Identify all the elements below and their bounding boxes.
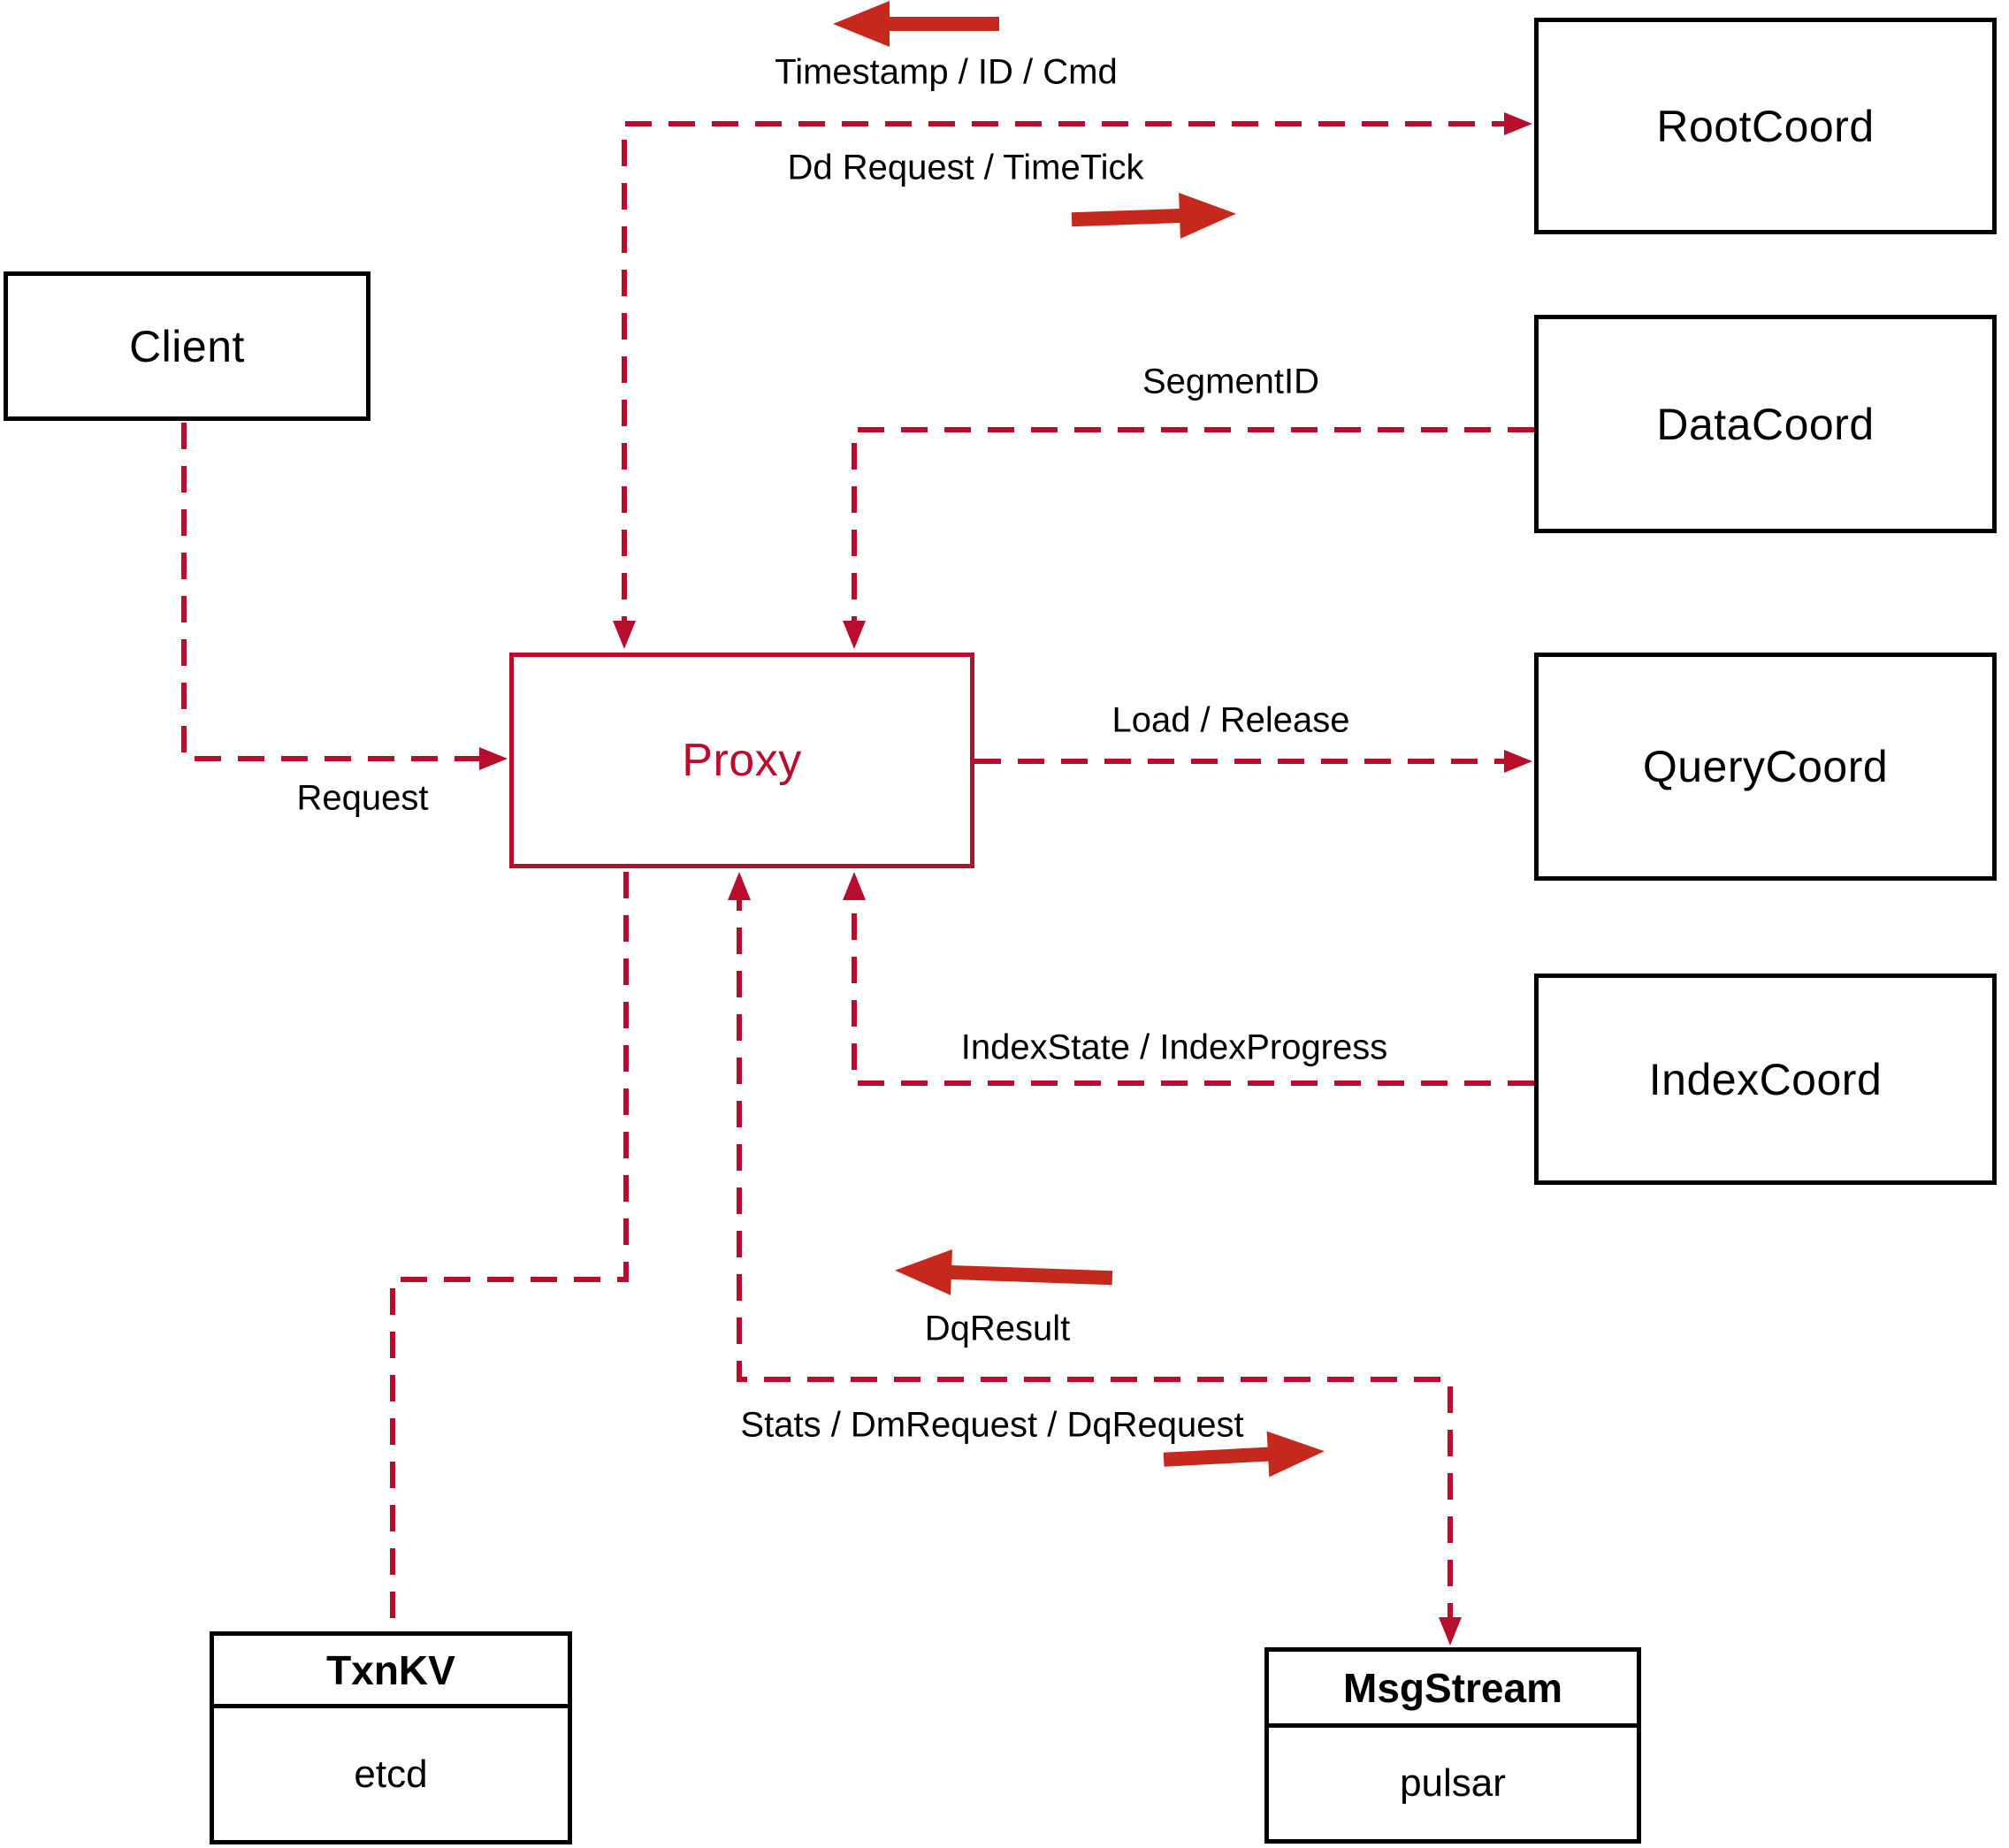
edge-proxy-rootcoord bbox=[613, 112, 1532, 649]
direction-arrow-dqresult-left-icon bbox=[895, 1249, 1113, 1295]
node-rootcoord: RootCoord bbox=[1534, 18, 1997, 234]
node-txnkv: TxnKV etcd bbox=[210, 1631, 572, 1844]
edge-label-load-release: Load / Release bbox=[1111, 700, 1350, 740]
node-indexcoord: IndexCoord bbox=[1534, 974, 1997, 1185]
edge-label-indexstate-indexprogress: IndexState / IndexProgress bbox=[960, 1027, 1388, 1067]
edge-proxy-txnkv bbox=[390, 872, 629, 1630]
arrowhead-into-proxy-left bbox=[479, 747, 508, 770]
edge-indexcoord-proxy bbox=[843, 872, 1534, 1086]
node-datacoord: DataCoord bbox=[1534, 315, 1997, 533]
msgstream-impl: pulsar bbox=[1400, 1761, 1506, 1805]
direction-arrow-timestamp-left-icon bbox=[833, 1, 999, 47]
node-proxy: Proxy bbox=[509, 653, 974, 868]
arrowhead-into-querycoord bbox=[1504, 750, 1532, 773]
edge-proxy-msgstream bbox=[728, 872, 1462, 1646]
edge-label-dqresult: DqResult bbox=[924, 1309, 1071, 1348]
edge-label-dd-request-timetick: Dd Request / TimeTick bbox=[787, 148, 1144, 187]
datacoord-label: DataCoord bbox=[1656, 399, 1875, 449]
indexcoord-label: IndexCoord bbox=[1648, 1054, 1883, 1104]
edge-client-proxy bbox=[181, 423, 508, 770]
direction-arrow-ddrequest-right-icon bbox=[1071, 193, 1236, 239]
edge-label-timestamp-id-cmd: Timestamp / ID / Cmd bbox=[775, 52, 1118, 92]
edge-label-segmentid: SegmentID bbox=[1142, 362, 1320, 401]
edge-label-request: Request bbox=[296, 778, 429, 818]
node-msgstream: MsgStream pulsar bbox=[1264, 1647, 1641, 1844]
node-querycoord: QueryCoord bbox=[1534, 653, 1997, 881]
node-client: Client bbox=[4, 271, 370, 421]
edge-label-stats-dmrequest-dqrequest: Stats / DmRequest / DqRequest bbox=[740, 1405, 1244, 1445]
rootcoord-label: RootCoord bbox=[1656, 101, 1875, 151]
txnkv-title: TxnKV bbox=[214, 1636, 568, 1708]
arrowhead-into-proxy-top-2 bbox=[843, 621, 866, 649]
arrowhead-into-proxy-top-1 bbox=[613, 621, 636, 649]
client-label: Client bbox=[129, 321, 245, 371]
edge-proxy-querycoord bbox=[974, 750, 1532, 773]
proxy-label: Proxy bbox=[682, 735, 802, 786]
arrowhead-into-proxy-bottom-1 bbox=[728, 872, 751, 900]
msgstream-title: MsgStream bbox=[1269, 1652, 1637, 1728]
arrowhead-into-rootcoord bbox=[1504, 112, 1532, 135]
arrowhead-into-msgstream bbox=[1439, 1617, 1462, 1646]
direction-arrow-stats-right-icon bbox=[1163, 1431, 1325, 1478]
querycoord-label: QueryCoord bbox=[1642, 742, 1889, 791]
txnkv-impl: etcd bbox=[354, 1752, 428, 1796]
edge-datacoord-proxy bbox=[843, 427, 1534, 649]
arrowhead-into-proxy-bottom-2 bbox=[843, 872, 866, 900]
